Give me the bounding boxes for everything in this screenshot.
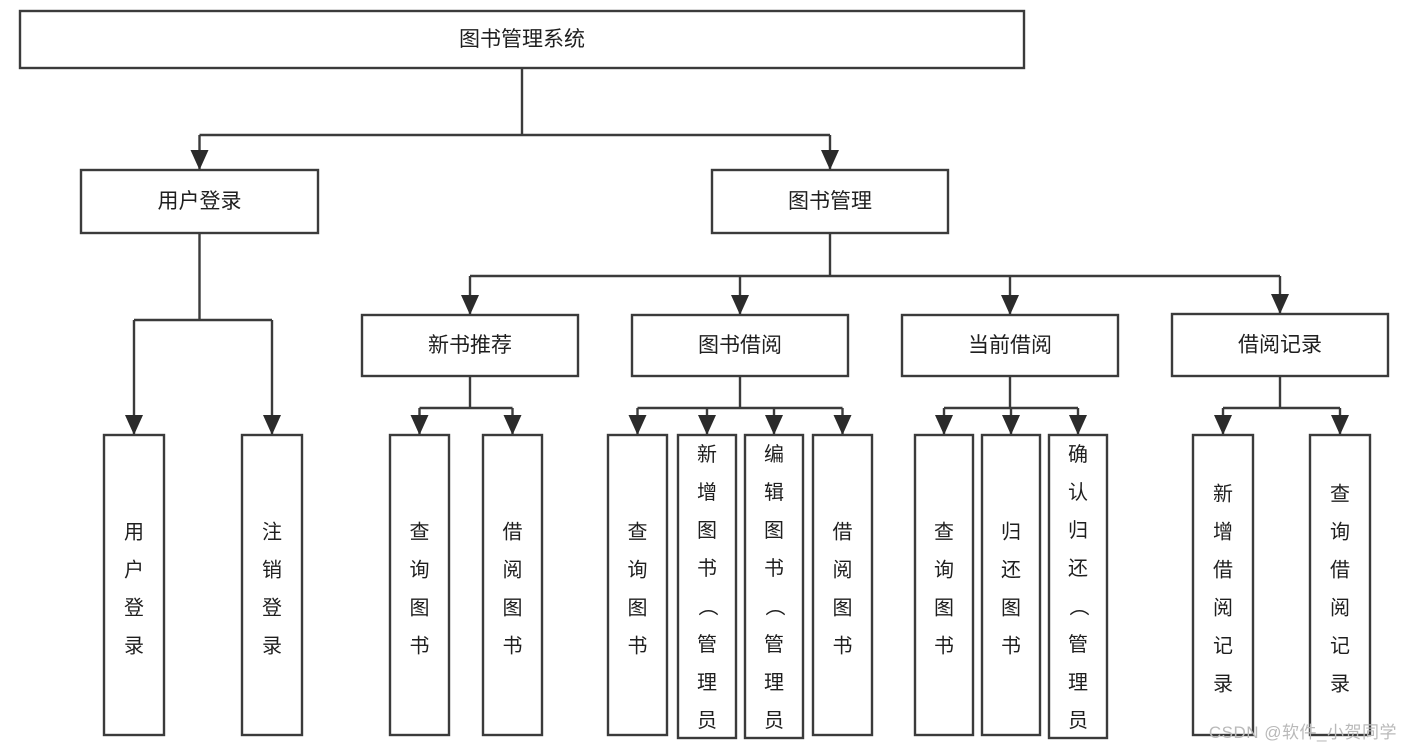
node-box — [1047, 433, 1109, 740]
node-leaf-query-book-1[interactable]: 查询图书 — [388, 433, 451, 737]
node-leaf-user-logout[interactable]: 注销登录 — [240, 433, 304, 737]
node-box — [811, 433, 874, 737]
node-leaf-borrow-book-2[interactable]: 借阅图书 — [811, 433, 874, 737]
node-label: 注销登录 — [262, 521, 282, 658]
arrow-head-icon — [628, 415, 647, 435]
arrow-head-icon — [821, 150, 839, 170]
node-box — [606, 433, 669, 737]
node-label: 借阅图书 — [503, 521, 523, 658]
node-box — [676, 433, 738, 740]
arrow-head-icon — [1271, 294, 1289, 314]
node-box — [630, 313, 850, 378]
node-user-login[interactable]: 用户登录 — [79, 168, 320, 235]
node-label: 查询借阅记录 — [1330, 483, 1350, 696]
node-label: 新书推荐 — [428, 334, 512, 357]
node-label: 查询图书 — [628, 521, 648, 658]
node-box — [1170, 312, 1390, 378]
node-label: 图书管理系统 — [459, 28, 585, 51]
node-current-borrow[interactable]: 当前借阅 — [900, 313, 1120, 378]
node-box — [900, 313, 1120, 378]
node-box — [102, 433, 166, 737]
node-label: 用户登录 — [124, 522, 144, 658]
node-label: 查询图书 — [934, 521, 954, 658]
node-label: 新增借阅记录 — [1213, 483, 1233, 696]
node-box — [1308, 433, 1372, 737]
arrow-head-icon — [190, 150, 209, 170]
node-box — [79, 168, 320, 235]
node-leaf-add-record[interactable]: 新增借阅记录 — [1191, 433, 1255, 737]
node-box — [481, 433, 544, 737]
node-box — [980, 433, 1042, 737]
node-leaf-query-book-2[interactable]: 查询图书 — [606, 433, 669, 737]
arrow-head-icon — [1214, 415, 1232, 435]
node-label: 借阅记录 — [1238, 334, 1322, 357]
node-label: 编辑图书︵管理员︶ — [764, 443, 785, 747]
node-leaf-edit-book[interactable]: 编辑图书︵管理员︶ — [743, 433, 805, 747]
node-leaf-query-record[interactable]: 查询借阅记录 — [1308, 433, 1372, 737]
node-label: 确认归还︵管理员︶ — [1068, 443, 1089, 747]
arrow-head-icon — [1069, 415, 1087, 435]
node-label: 借阅图书 — [833, 521, 853, 658]
node-leaf-user-login[interactable]: 用户登录 — [102, 433, 166, 737]
node-label: 图书借阅 — [698, 334, 782, 357]
arrow-head-icon — [833, 415, 852, 435]
node-label: 新增图书︵管理员︶ — [697, 443, 718, 747]
node-box — [1191, 433, 1255, 737]
node-box — [240, 433, 304, 737]
node-box — [388, 433, 451, 737]
arrow-head-icon — [698, 415, 716, 435]
node-leaf-add-book[interactable]: 新增图书︵管理员︶ — [676, 433, 738, 747]
node-leaf-borrow-book-1[interactable]: 借阅图书 — [481, 433, 544, 737]
watermark-text: CSDN @软件_小贺同学 — [1208, 723, 1397, 742]
node-box — [360, 313, 580, 378]
arrow-head-icon — [731, 295, 749, 315]
node-new-book-recommend[interactable]: 新书推荐 — [360, 313, 580, 378]
node-book-manage[interactable]: 图书管理 — [710, 168, 950, 235]
node-root[interactable]: 图书管理系统 — [18, 9, 1026, 70]
node-box — [743, 433, 805, 740]
node-borrow-record[interactable]: 借阅记录 — [1170, 312, 1390, 378]
node-book-borrow[interactable]: 图书借阅 — [630, 313, 850, 378]
arrow-head-icon — [125, 415, 143, 435]
node-leaf-query-book-3[interactable]: 查询图书 — [913, 433, 975, 737]
node-layer: 图书管理系统用户登录图书管理新书推荐图书借阅当前借阅借阅记录用户登录注销登录查询… — [18, 9, 1390, 747]
node-box — [710, 168, 950, 235]
node-box — [913, 433, 975, 737]
node-leaf-return-book[interactable]: 归还图书 — [980, 433, 1042, 737]
node-label: 当前借阅 — [968, 334, 1052, 357]
node-label: 图书管理 — [788, 190, 872, 213]
node-box — [18, 9, 1026, 70]
arrow-head-icon — [765, 415, 783, 435]
connector-layer — [125, 68, 1349, 435]
arrow-head-icon — [461, 295, 479, 315]
node-label: 用户登录 — [158, 190, 242, 213]
node-leaf-confirm-return[interactable]: 确认归还︵管理员︶ — [1047, 433, 1109, 747]
arrow-head-icon — [1331, 415, 1349, 435]
arrow-head-icon — [503, 415, 522, 435]
node-label: 归还图书 — [1001, 521, 1021, 658]
arrow-head-icon — [1001, 295, 1019, 315]
arrow-head-icon — [935, 415, 953, 435]
arrow-head-icon — [263, 415, 281, 435]
arrow-head-icon — [410, 415, 429, 435]
arrow-head-icon — [1002, 415, 1020, 435]
node-label: 查询图书 — [410, 521, 430, 658]
